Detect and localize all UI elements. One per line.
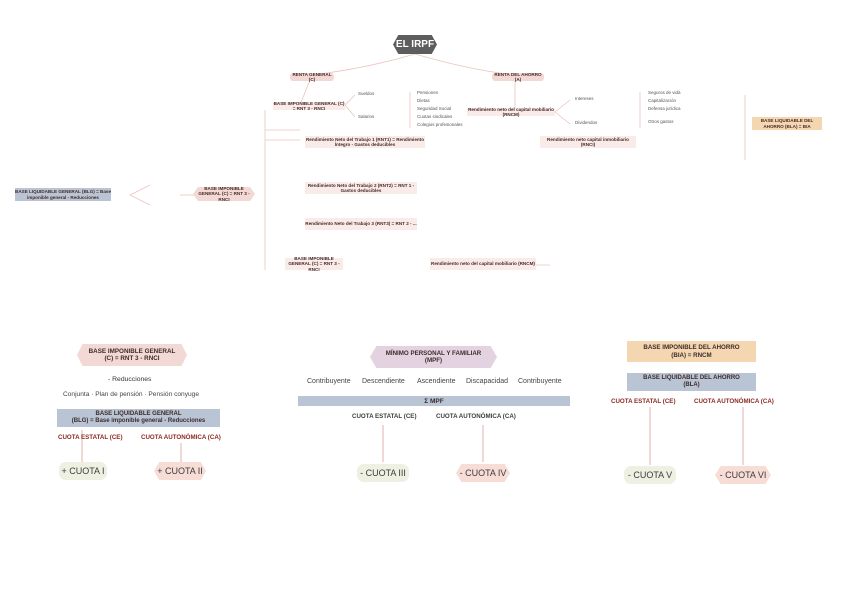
cuota-autonomica-right: CUOTA AUTONÓMICA (CA)	[694, 398, 774, 405]
cuota-vi-node: - CUOTA VI	[715, 466, 771, 484]
rend-trabajo-3: Rendimiento Neto del Trabajo 3 (RNT3) = …	[305, 218, 417, 230]
rend-capital-mob-lower: Rendimiento neto del capital mobiliario …	[430, 258, 536, 270]
rend-trabajo-2: Rendimiento Neto del Trabajo 2 (RNT2) = …	[305, 182, 417, 194]
mpf-discapacidad: Discapacidad	[466, 378, 509, 385]
base-liquidable-ahorro-box: BASE LIQUIDABLE DEL AHORRO (BLA)	[627, 373, 756, 391]
reducciones-detail: Conjunta · Plan de pensión · Pensión con…	[63, 391, 199, 398]
sum-mpf-bar: Σ MPF	[298, 396, 570, 406]
cuota-estatal-right: CUOTA ESTATAL (CE)	[611, 398, 676, 405]
cuota-autonomica-mid: CUOTA AUTONÓMICA (CA)	[436, 413, 516, 420]
rend-capital-mobiliario-small: Rendimiento neto del capital mobiliario …	[467, 106, 555, 117]
mpf-ascendiente: Ascendiente	[417, 378, 456, 385]
base-imponible-general-box: BASE IMPONIBLE GENERAL (C) = RNT 3 - RNC…	[77, 344, 187, 366]
minimo-personal-familiar-box: MÍNIMO PERSONAL Y FAMILIAR (MPF)	[370, 346, 497, 368]
note-colegios: Colegios profesionales	[417, 122, 463, 127]
reducciones-label: - Reducciones	[108, 376, 152, 383]
note-seguros-vida: Seguros de vida	[648, 90, 681, 95]
base-liquidable-general-small: BASE LIQUIDABLE GENERAL (BLG) = Base imp…	[15, 188, 112, 201]
note-intereses: Intereses	[575, 96, 594, 101]
page-title: EL IRPF	[393, 35, 437, 54]
note-dividendos: Dividendos	[575, 120, 598, 125]
note-sueldos: Sueldos	[358, 91, 375, 96]
note-defensa: Defensa jurídica	[648, 106, 681, 111]
cuota-estatal-left: CUOTA ESTATAL (CE)	[58, 434, 123, 441]
note-pensiones: Pensiones	[417, 90, 439, 95]
note-dietas: Dietas	[417, 98, 430, 103]
renta-ahorro-node: RENTA DEL AHORRO (A)	[492, 72, 544, 82]
note-capitalizacion: Capitalización	[648, 98, 677, 103]
cuota-v-node: - CUOTA V	[624, 466, 676, 484]
rend-trabajo-1: Rendimiento Neto del Trabajo 1 (RNT1) = …	[305, 136, 425, 148]
base-liquidable-general-box: BASE LIQUIDABLE GENERAL (BLG) = Base imp…	[57, 409, 220, 427]
cuota-iii-node: - CUOTA III	[357, 464, 409, 482]
mpf-contribuyente-2: Contribuyente	[518, 378, 562, 385]
note-otros-gastos: Otros gastos	[648, 119, 674, 124]
base-imponible-ahorro-box: BASE IMPONIBLE DEL AHORRO (BIA) = RNCM	[627, 341, 756, 362]
note-seguridad-social: Seguridad Social	[417, 106, 452, 111]
mpf-contribuyente: Contribuyente	[307, 378, 351, 385]
rend-actividades: BASE IMPONIBLE GENERAL (C) = RNT 3 - RNC…	[285, 256, 343, 272]
base-liquidable-ahorro-small: BASE LIQUIDABLE DEL AHORRO (BLA) = BIA	[752, 117, 822, 130]
note-salarios: Salarios	[358, 114, 375, 119]
cuota-i-node: + CUOTA I	[59, 462, 107, 480]
rend-capital-inmobiliario: Rendimiento neto capital inmobiliario (R…	[540, 136, 636, 148]
cuota-autonomica-left: CUOTA AUTONÓMICA (CA)	[141, 434, 221, 441]
note-cuotas-sindicales: Cuotas sindicales	[417, 114, 453, 119]
cuota-iv-node: - CUOTA IV	[456, 464, 510, 482]
base-imponible-general-small: BASE IMPONIBLE GENERAL (C) = RNT 3 - RNC…	[273, 100, 345, 111]
mpf-descendiente: Descendiente	[362, 378, 405, 385]
cuota-estatal-mid: CUOTA ESTATAL (CE)	[352, 413, 417, 420]
cuota-ii-node: + CUOTA II	[154, 462, 206, 480]
renta-general-node: RENTA GENERAL (C)	[290, 72, 334, 82]
base-imponible-general-hex: BASE IMPONIBLE GENERAL (C) = RNT 3 - RNC…	[193, 187, 255, 201]
